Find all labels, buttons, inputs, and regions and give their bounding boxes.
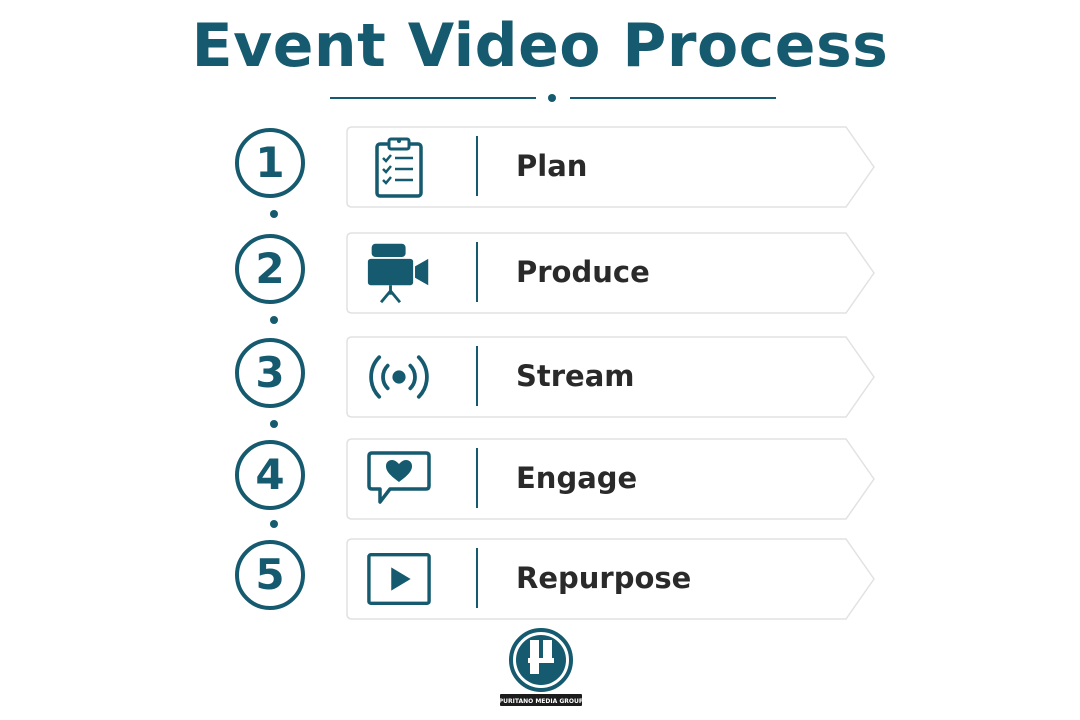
video-camera-icon bbox=[366, 240, 432, 306]
separator bbox=[476, 448, 478, 508]
step-card-plan: Plan bbox=[346, 126, 876, 208]
step-card-stream: Stream bbox=[346, 336, 876, 418]
page-title: Event Video Process bbox=[191, 11, 889, 81]
step-number-2: 2 bbox=[235, 234, 305, 304]
step-card-produce: Produce bbox=[346, 232, 876, 314]
separator bbox=[476, 136, 478, 196]
step-number-4: 4 bbox=[235, 440, 305, 510]
play-button-icon bbox=[366, 546, 432, 612]
connector-dot bbox=[270, 420, 278, 428]
step-label: Repurpose bbox=[516, 561, 692, 595]
separator bbox=[476, 242, 478, 302]
separator bbox=[476, 346, 478, 406]
title-divider bbox=[330, 92, 776, 104]
step-card-repurpose: Repurpose bbox=[346, 538, 876, 620]
svg-text:PURITANO MEDIA GROUP: PURITANO MEDIA GROUP bbox=[499, 698, 584, 705]
connector-dot bbox=[270, 520, 278, 528]
step-number-5: 5 bbox=[235, 540, 305, 610]
step-card-engage: Engage bbox=[346, 438, 876, 520]
connector-dot bbox=[270, 316, 278, 324]
clipboard-checklist-icon bbox=[366, 134, 432, 200]
step-label: Stream bbox=[516, 359, 635, 393]
broadcast-icon bbox=[366, 344, 432, 410]
step-number-1: 1 bbox=[235, 128, 305, 198]
heart-chat-icon bbox=[366, 446, 432, 512]
connector-dot bbox=[270, 210, 278, 218]
company-logo: PURITANO MEDIA GROUP bbox=[498, 628, 584, 708]
step-number-3: 3 bbox=[235, 338, 305, 408]
step-label: Engage bbox=[516, 461, 638, 495]
step-label: Produce bbox=[516, 255, 650, 289]
step-label: Plan bbox=[516, 149, 588, 183]
separator bbox=[476, 548, 478, 608]
